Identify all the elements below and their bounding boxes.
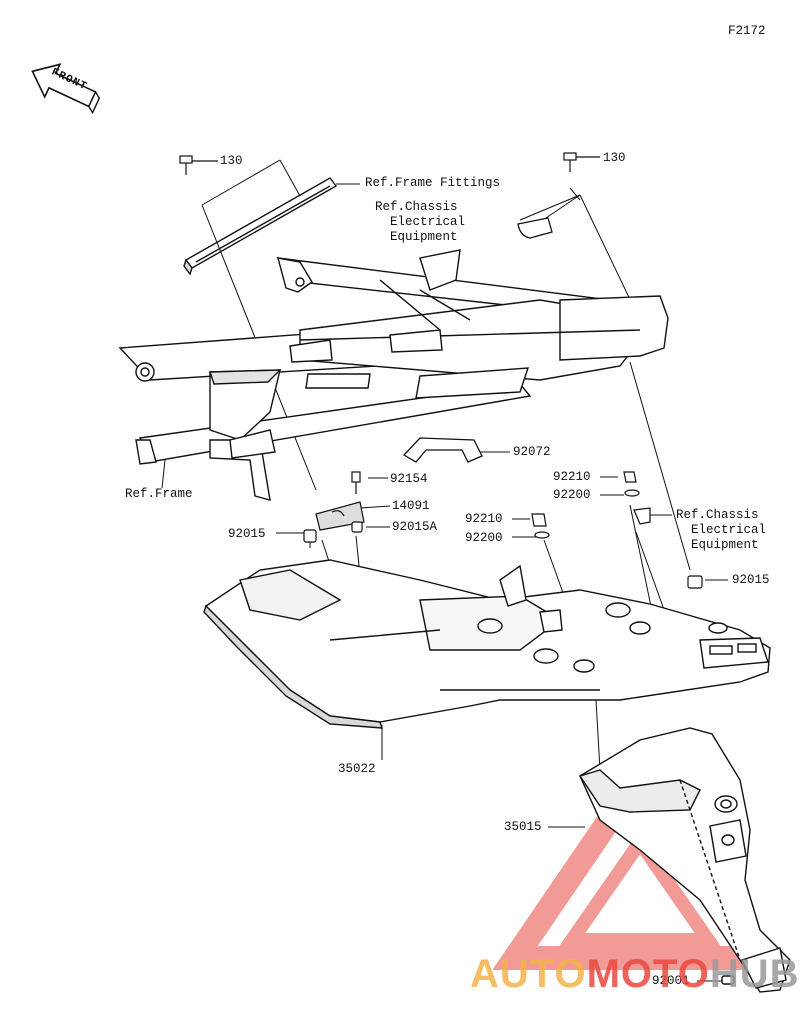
part-label-92015-left: 92015 xyxy=(228,527,266,541)
fasteners xyxy=(303,471,703,589)
part-label-14091: 14091 xyxy=(392,499,430,513)
part-label-92210-b: 92210 xyxy=(465,512,503,526)
bracket-92072 xyxy=(402,437,483,463)
part-label-92154: 92154 xyxy=(390,472,428,486)
part-label-35015: 35015 xyxy=(504,820,542,834)
part-label-35022: 35022 xyxy=(338,762,376,776)
carrier-bar xyxy=(183,177,338,276)
watermark-text: AUTOMOTOHUB xyxy=(470,952,800,996)
part-label-92072: 92072 xyxy=(513,445,551,459)
part-label-130-left: 130 xyxy=(220,154,243,168)
ref-frame: Ref.Frame xyxy=(125,487,193,501)
ref-frame-fittings: Ref.Frame Fittings xyxy=(365,176,501,190)
bolt-130-left xyxy=(179,155,218,175)
watermark-part-1: AUTO xyxy=(470,952,587,996)
part-label-92015A: 92015A xyxy=(392,520,438,534)
bolt-130-right xyxy=(563,152,600,172)
watermark-part-2: MOTO xyxy=(586,952,710,996)
part-label-92200-a: 92200 xyxy=(553,488,591,502)
clamp-bracket xyxy=(517,217,553,239)
part-label-92001: 92001 xyxy=(652,974,690,988)
part-label-92210-a: 92210 xyxy=(553,470,591,484)
part-label-92200-b: 92200 xyxy=(465,531,503,545)
ref-chassis-electrical-right: Ref.Chassis Electrical Equipment xyxy=(676,508,767,552)
figure-id: F2172 xyxy=(728,24,766,38)
rear-fender-35015 xyxy=(578,727,791,993)
front-arrow-icon xyxy=(31,63,101,115)
undertray-35022 xyxy=(203,559,771,729)
part-label-130-right: 130 xyxy=(603,151,626,165)
ref-chassis-electrical-top: Ref.Chassis Electrical Equipment xyxy=(375,200,466,244)
watermark-part-3: HUB xyxy=(709,952,800,996)
subframe xyxy=(118,249,669,501)
part-label-92015-right: 92015 xyxy=(732,573,770,587)
